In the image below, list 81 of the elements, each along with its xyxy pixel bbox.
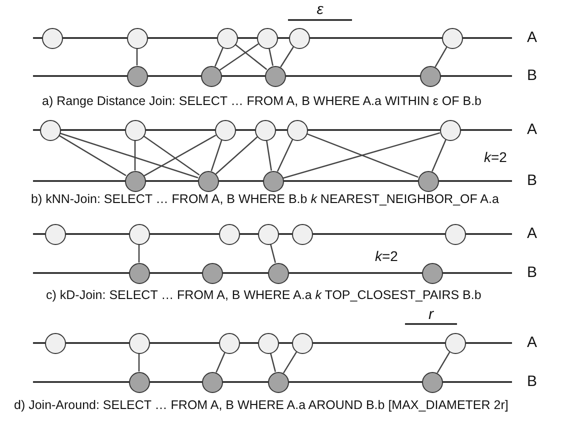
- dark-point-circle: [128, 372, 150, 392]
- light-point-circle: [214, 120, 236, 140]
- dark-point-circle: [128, 262, 150, 284]
- connector-line: [60, 132, 198, 178]
- connector-line: [270, 353, 276, 372]
- light-point-circle: [218, 332, 240, 354]
- row-label: A: [527, 30, 538, 45]
- dark-point-circle: [126, 66, 148, 86]
- dark-point-circle: [124, 170, 146, 192]
- dark-point-circle: [262, 170, 284, 192]
- dark-point-circle: [420, 66, 440, 86]
- light-point-circle: [216, 28, 238, 48]
- dark-point-circle: [422, 372, 442, 392]
- dark-point-circle: [200, 66, 222, 86]
- light-point-circle: [258, 224, 278, 244]
- connector-line: [276, 139, 294, 172]
- connector-line: [436, 352, 450, 374]
- light-point-circle: [218, 224, 240, 244]
- light-point-circle: [444, 224, 466, 244]
- light-point-circle: [444, 332, 466, 354]
- light-point-circle: [256, 28, 278, 48]
- connector-line: [234, 44, 268, 70]
- light-point-circle: [124, 120, 146, 140]
- parameter-label: k=2: [375, 249, 398, 264]
- row-label: A: [527, 226, 538, 241]
- light-point-circle: [44, 224, 66, 244]
- connector-line: [268, 48, 274, 66]
- light-point-circle: [254, 120, 276, 140]
- caption: b) kNN-Join: SELECT … FROM A, B WHERE B.b k NEAREST_NEIGHBOR_OF A.a: [31, 193, 499, 206]
- dark-point-circle: [418, 170, 438, 192]
- light-point-circle: [40, 120, 60, 140]
- light-point-circle: [126, 28, 148, 48]
- caption: a) Range Distance Join: SELECT … FROM A, B WHERE A.a WITHIN ε OF B.b: [42, 95, 482, 108]
- connector-line: [434, 46, 448, 68]
- caption: d) Join-Around: SELECT … FROM A, B WHERE A.a AROUND B.b [MAX_DIAMETER 2r]: [14, 399, 508, 412]
- dark-point-circle: [202, 372, 222, 392]
- caption: c) kD-Join: SELECT … FROM A, B WHERE A.a k TOP_CLOSEST_PAIRS B.b: [46, 289, 482, 302]
- connector-line: [136, 48, 138, 66]
- dark-point-circle: [268, 372, 288, 392]
- dark-point-circle: [198, 170, 218, 192]
- light-point-circle: [288, 28, 310, 48]
- light-point-circle: [442, 28, 462, 48]
- row-label: A: [527, 334, 538, 350]
- parameter-label: k=2: [484, 150, 507, 164]
- connector-line: [215, 136, 258, 174]
- connector-line: [266, 140, 272, 171]
- dark-point-circle: [264, 66, 286, 86]
- row-label: B: [527, 264, 538, 280]
- symbol-label: r: [428, 306, 434, 322]
- dark-point-circle: [202, 262, 222, 284]
- connector-line: [58, 134, 126, 176]
- connector-line: [306, 133, 418, 178]
- light-point-circle: [440, 120, 460, 140]
- dark-point-circle: [422, 262, 442, 284]
- light-point-circle: [286, 120, 308, 140]
- connector-line: [144, 134, 216, 176]
- light-point-circle: [128, 224, 150, 244]
- connector-line: [214, 47, 224, 67]
- light-point-circle: [292, 224, 312, 244]
- connector-line: [210, 140, 222, 172]
- connector-line: [216, 352, 226, 373]
- light-point-circle: [128, 332, 150, 354]
- connector-line: [134, 140, 136, 170]
- connector-line: [282, 352, 298, 374]
- connector-line: [270, 244, 276, 263]
- row-label: B: [527, 374, 538, 389]
- light-point-circle: [44, 332, 66, 354]
- connector-line: [219, 43, 259, 71]
- connector-line: [432, 139, 446, 172]
- symbol-label: ε: [316, 2, 324, 17]
- light-point-circle: [292, 332, 312, 354]
- connector-line: [280, 46, 294, 68]
- connector-line: [138, 354, 140, 372]
- row-label: B: [527, 68, 538, 83]
- connector-line: [138, 244, 140, 262]
- connector-line: [143, 135, 200, 176]
- row-label: B: [527, 172, 538, 188]
- dark-point-circle: [268, 262, 288, 284]
- light-point-circle: [42, 28, 62, 48]
- row-label: A: [527, 122, 538, 137]
- light-point-circle: [258, 332, 278, 354]
